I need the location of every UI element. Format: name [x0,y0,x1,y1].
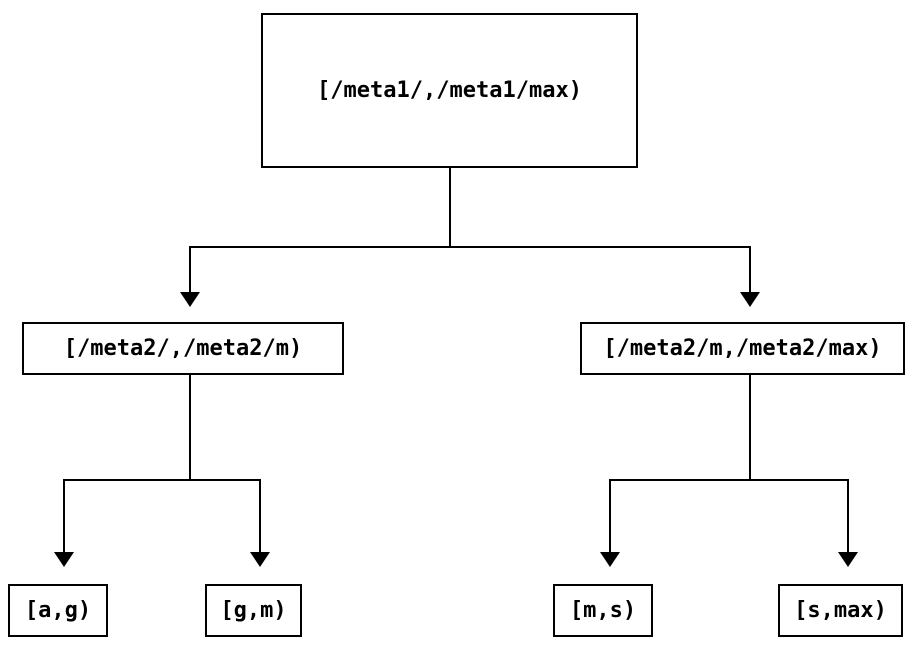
node-meta2-left: [/meta2/,/meta2/m) [22,322,344,375]
arrow-down-icon [600,552,620,567]
arrow-down-icon [180,292,200,307]
connector-line [259,479,261,552]
connector-line [749,246,751,292]
connector-line [189,246,191,292]
arrow-down-icon [250,552,270,567]
arrow-down-icon [54,552,74,567]
node-root: [/meta1/,/meta1/max) [261,13,638,168]
node-leaf-smax: [s,max) [778,584,903,637]
arrow-down-icon [838,552,858,567]
connector-line [749,375,751,481]
node-leaf-ag: [a,g) [8,584,108,637]
connector-line [189,246,751,248]
connector-line [189,375,191,481]
connector-line [63,479,261,481]
connector-line [609,479,849,481]
connector-line [609,479,611,552]
node-meta2-right: [/meta2/m,/meta2/max) [580,322,905,375]
connector-line [449,168,451,248]
arrow-down-icon [740,292,760,307]
connector-line [63,479,65,552]
connector-line [847,479,849,552]
node-leaf-ms: [m,s) [553,584,653,637]
node-leaf-gm: [g,m) [205,584,302,637]
